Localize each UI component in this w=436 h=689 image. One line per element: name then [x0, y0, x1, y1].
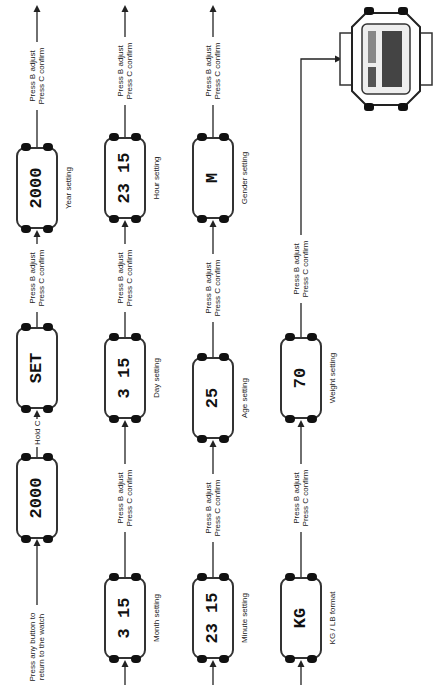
arrow-head — [34, 539, 41, 546]
watch-button — [109, 655, 119, 663]
watch-button — [131, 655, 141, 663]
step-instruction: Press B adjust Press C confirm — [203, 254, 223, 322]
watch-button — [197, 435, 207, 443]
step-caption: Year setting — [64, 167, 73, 209]
lcd-display: 2000 — [16, 457, 58, 539]
watch-button — [131, 573, 141, 581]
watch-button — [219, 655, 229, 663]
lcd-display: KGKG / LB format — [280, 577, 322, 659]
lcd-display: SET — [16, 327, 58, 409]
watch-button — [43, 405, 53, 413]
watch-button — [285, 573, 295, 581]
step-instruction: Press B adjust Press C confirm — [291, 235, 311, 303]
step-instruction: Hold C — [32, 419, 43, 447]
display-digits: 2000 — [18, 459, 56, 537]
end-arrow — [301, 59, 336, 347]
watch-button — [197, 573, 207, 581]
lcd-display: 25Age setting — [192, 357, 234, 439]
step-instruction: Press B adjust Press C confirm — [203, 474, 223, 542]
watch-button — [131, 215, 141, 223]
step-instruction: Press B adjust Press C confirm — [27, 42, 47, 110]
watch-illustration — [340, 7, 432, 111]
display-digits: KG — [282, 579, 320, 657]
display-digits: 70 — [282, 339, 320, 417]
watch-button — [219, 353, 229, 361]
step-caption: Month setting — [152, 594, 161, 642]
display-digits: M — [194, 139, 232, 217]
watch-button — [109, 133, 119, 141]
watch-button — [219, 133, 229, 141]
step-caption: Age setting — [240, 378, 249, 418]
step-caption: Weight setting — [328, 353, 337, 404]
watch-button — [43, 323, 53, 331]
watch-button — [285, 333, 295, 341]
step-caption: Hour setting — [152, 156, 161, 199]
watch-button — [307, 415, 317, 423]
display-digits: 3 15 — [106, 579, 144, 657]
step-instruction: Press B adjust Press C confirm — [291, 464, 311, 532]
watch-button — [197, 655, 207, 663]
watch-button — [21, 453, 31, 461]
lcd-display: 3 15Month setting — [104, 577, 146, 659]
display-digits: 3 15 — [106, 339, 144, 417]
step-caption: Minute setting — [240, 593, 249, 643]
watch-button — [307, 333, 317, 341]
display-digits: 2000 — [18, 149, 56, 227]
watch-button — [131, 415, 141, 423]
lcd-display: MGender setting — [192, 137, 234, 219]
step-instruction: Press B adjust Press C confirm — [115, 464, 135, 532]
watch-button — [307, 655, 317, 663]
step-instruction: Press B adjust Press C confirm — [27, 244, 47, 312]
watch-button — [285, 655, 295, 663]
watch-button — [197, 353, 207, 361]
watch-button — [109, 215, 119, 223]
display-digits: SET — [18, 329, 56, 407]
watch-button — [109, 573, 119, 581]
watch-button — [219, 573, 229, 581]
start-arrow — [36, 545, 37, 605]
watch-button — [43, 535, 53, 543]
watch-button — [219, 215, 229, 223]
lcd-display: 3 15Day setting — [104, 337, 146, 419]
lcd-display: 23 15Minute setting — [192, 577, 234, 659]
display-digits: 25 — [194, 359, 232, 437]
watch-button — [21, 535, 31, 543]
watch-button — [43, 143, 53, 151]
watch-button — [109, 333, 119, 341]
display-digits: 23 15 — [106, 139, 144, 217]
watch-button — [21, 405, 31, 413]
lcd-display: 23 15Hour setting — [104, 137, 146, 219]
watch-button — [197, 133, 207, 141]
lcd-display: 70Weight setting — [280, 337, 322, 419]
watch-button — [131, 133, 141, 141]
step-instruction: Press B adjust Press C confirm — [203, 37, 223, 105]
lcd-display: 2000Year setting — [16, 147, 58, 229]
watch-button — [21, 323, 31, 331]
start-note: Press any button to return to the watch — [27, 608, 47, 686]
step-instruction: Press B adjust Press C confirm — [115, 37, 135, 105]
display-digits: 23 15 — [194, 579, 232, 657]
watch-button — [131, 333, 141, 341]
step-instruction: Press B adjust Press C confirm — [115, 244, 135, 312]
watch-button — [21, 225, 31, 233]
watch-button — [219, 435, 229, 443]
step-caption: Day setting — [152, 358, 161, 398]
watch-button — [109, 415, 119, 423]
watch-button — [21, 143, 31, 151]
watch-button — [285, 415, 295, 423]
watch-button — [43, 453, 53, 461]
watch-button — [307, 573, 317, 581]
watch-button — [197, 215, 207, 223]
step-caption: Gender setting — [240, 152, 249, 204]
step-caption: KG / LB format — [328, 592, 337, 645]
watch-button — [43, 225, 53, 233]
